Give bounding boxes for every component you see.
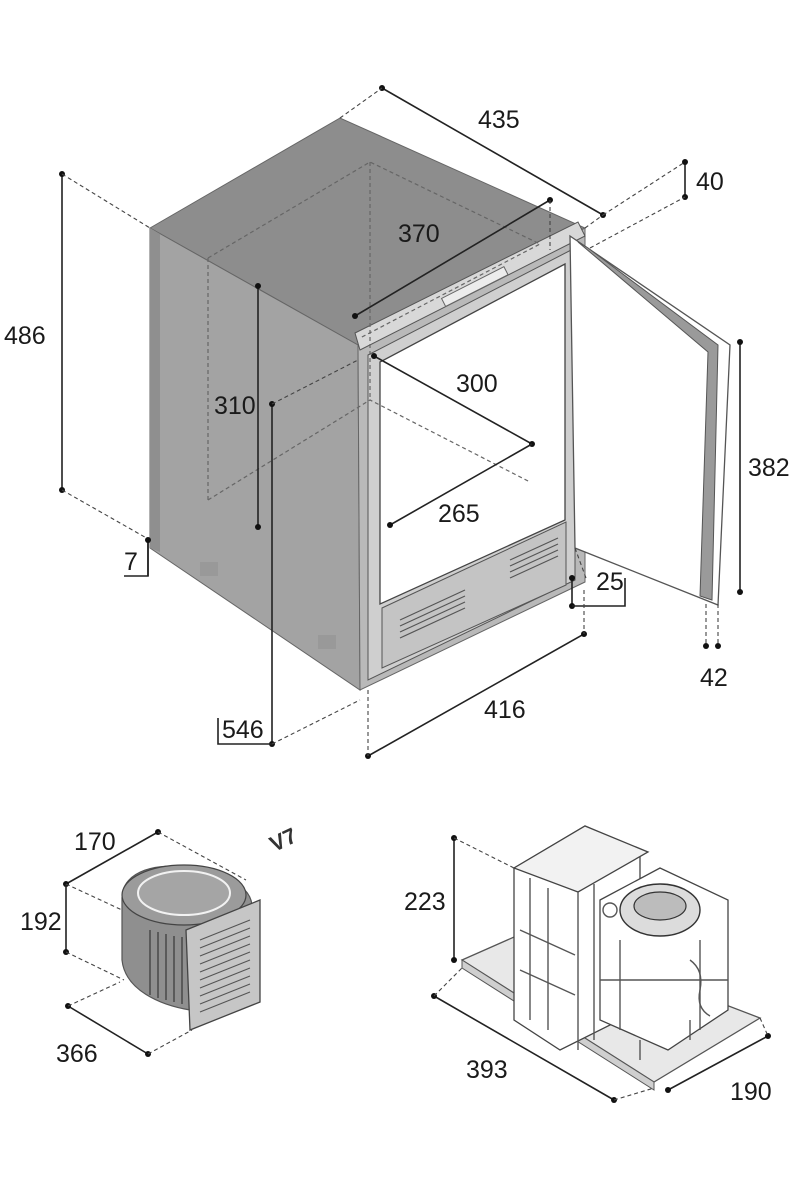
dim-large-depth: 190 <box>730 1078 772 1106</box>
small-unit-fins <box>149 930 183 1004</box>
brand-logo-mark: V7 <box>266 823 301 857</box>
dim-inner-depth: 370 <box>398 220 440 248</box>
small-unit-grille-slats <box>199 919 251 1013</box>
fridge-dimensions: 435 40 370 486 310 300 265 382 <box>4 85 790 759</box>
dim-front-width: 416 <box>484 696 526 724</box>
compressor-large-dimensions: 223 393 190 <box>404 835 772 1106</box>
dim-top-depth: 435 <box>478 106 520 134</box>
dim-total-height: 486 <box>4 322 46 350</box>
dim-foot-height: 7 <box>124 548 138 576</box>
dim-small-height: 170 <box>74 828 116 856</box>
dim-small-width: 366 <box>56 1040 98 1068</box>
large-unit-box-lines <box>519 878 595 1050</box>
vent-grille-left <box>399 589 466 639</box>
small-unit-grille <box>185 899 261 1031</box>
compressor-small-dimensions: 170 192 366 <box>20 828 247 1068</box>
hidden-inner-box <box>207 161 542 339</box>
dim-door-height: 382 <box>748 454 790 482</box>
dim-floor-depth: 265 <box>438 500 480 528</box>
dim-inner-height: 310 <box>214 392 256 420</box>
vent-grille-right <box>509 537 559 579</box>
fridge-drawing: V7 <box>148 117 731 857</box>
dim-door-thickness: 42 <box>700 664 728 692</box>
dim-body-depth: 546 <box>222 716 264 744</box>
foot-left <box>200 562 218 576</box>
small-unit-top-ring <box>137 870 231 916</box>
foot-right <box>318 635 336 649</box>
door-gasket <box>577 241 719 601</box>
dim-large-width: 393 <box>466 1056 508 1084</box>
compressor-large-drawing <box>460 825 762 1091</box>
large-unit-box-top <box>512 825 650 893</box>
hidden-inner-floor <box>207 399 531 501</box>
large-unit-compressor-detail <box>600 902 728 1060</box>
cabinet-side-shade <box>150 228 160 552</box>
dim-bottom-gap: 25 <box>596 568 624 596</box>
cabinet-interior <box>379 262 566 606</box>
dim-inner-width: 300 <box>456 370 498 398</box>
handle-slot <box>440 265 509 308</box>
dim-flange-depth: 40 <box>696 168 724 196</box>
large-unit-compressor-cap <box>633 891 687 921</box>
compressor-small-drawing <box>121 864 261 1031</box>
dim-small-depth: 192 <box>20 908 62 936</box>
dim-large-height: 223 <box>404 888 446 916</box>
vent-panel <box>381 521 567 669</box>
